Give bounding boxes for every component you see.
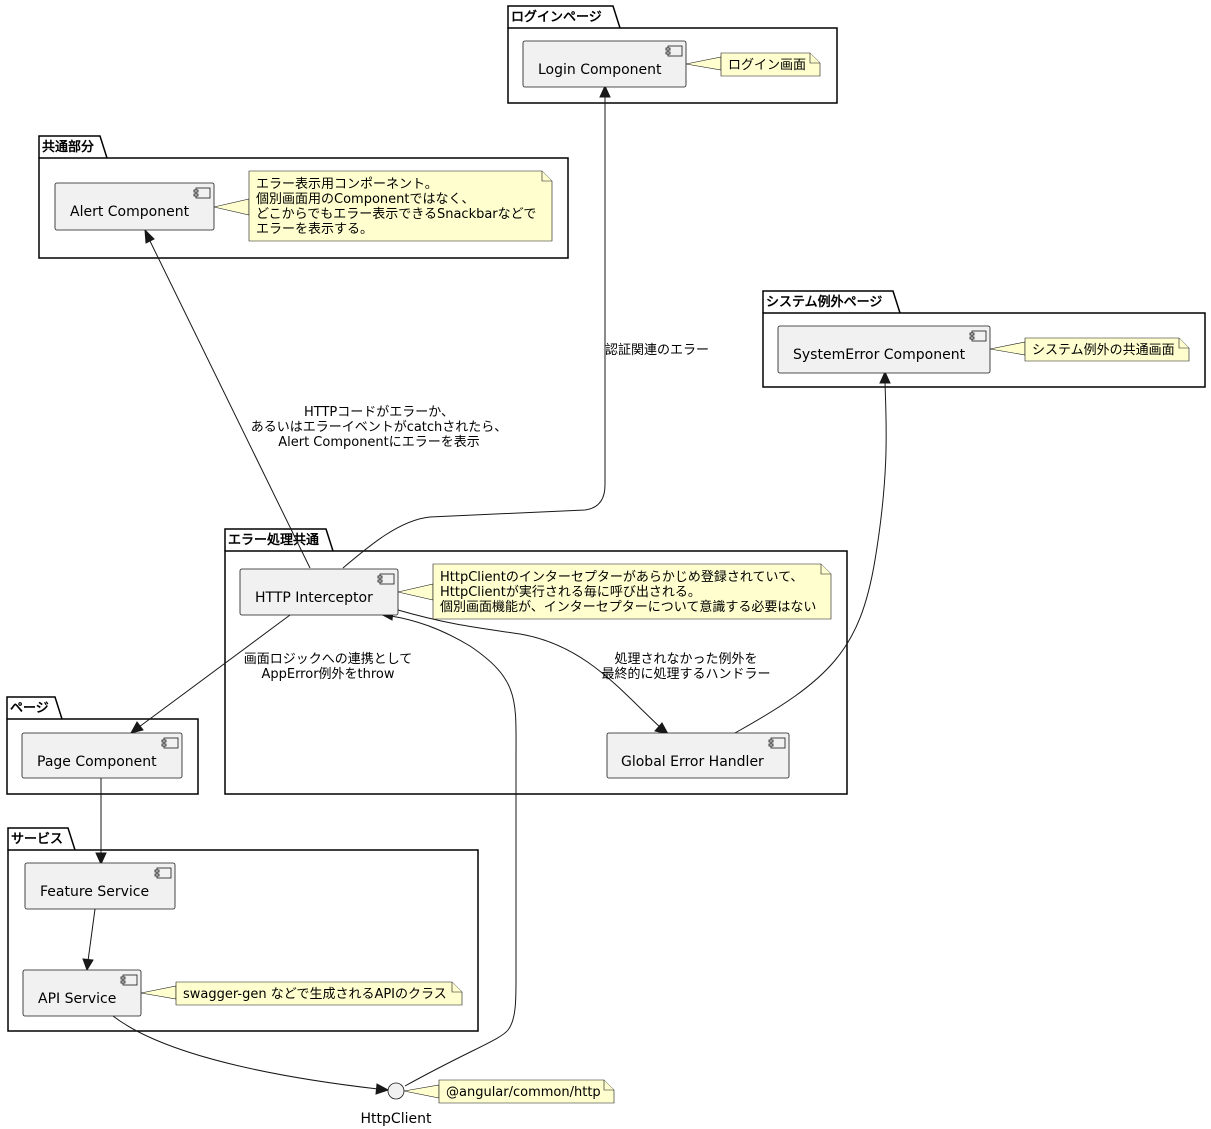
component-label-api-service: API Service xyxy=(38,991,116,1007)
component-icon xyxy=(969,330,987,342)
edge-label-handler-line-2: 最終的に処理するハンドラー xyxy=(601,666,770,682)
note-text-interceptor-line-3: 個別画面機能が、インターセプターについて意識する必要はない xyxy=(440,599,816,615)
note-text-alert-line-3: どこからでもエラー表示できるSnackbarなどで xyxy=(256,207,536,222)
arrowhead-page xyxy=(130,721,144,734)
interface-http-client: HttpClient xyxy=(361,1082,432,1127)
component-http-interceptor: HTTP Interceptor xyxy=(239,568,399,616)
component-icon xyxy=(193,187,211,199)
component-system-error: SystemError Component xyxy=(777,325,991,374)
edge-label-alert-error: HTTPコードがエラーか、 あるいはエラーイベントがcatchされたら、 Ale… xyxy=(251,405,508,450)
note-text-alert-line-4: エラーを表示する。 xyxy=(256,222,373,237)
component-label-global-error-handler: Global Error Handler xyxy=(621,754,764,770)
component-login: Login Component xyxy=(522,40,687,88)
package-title-login-page: ログインページ xyxy=(511,9,602,25)
arrowhead-feature xyxy=(95,852,107,866)
package-title-error-common: エラー処理共通 xyxy=(228,532,319,548)
component-label-http-interceptor: HTTP Interceptor xyxy=(255,590,373,606)
edges xyxy=(82,84,891,1095)
edge-label-apperror: 画面ロジックへの連携として AppError例外をthrow xyxy=(244,651,413,682)
edge-handler-to-system-error xyxy=(734,381,887,734)
edge-label-alert-line-2: あるいはエラーイベントがcatchされたら、 xyxy=(251,420,508,435)
edge-label-apperror-line-2: AppError例外をthrow xyxy=(261,667,394,682)
note-interceptor: HttpClientのインターセプターがあらかじめ登録されていて、 HttpCl… xyxy=(397,563,832,620)
component-alert: Alert Component xyxy=(54,182,215,231)
component-icon xyxy=(154,867,172,879)
note-alert: エラー表示用コンポーネント。 個別画面用のComponentではなく、 どこから… xyxy=(213,170,553,242)
note-text-http-client: @angular/common/http xyxy=(446,1085,601,1100)
component-label-login: Login Component xyxy=(538,62,662,78)
package-title-system-error-page: システム例外ページ xyxy=(766,294,882,310)
note-text-login: ログイン画面 xyxy=(728,58,806,73)
component-label-alert: Alert Component xyxy=(70,204,190,220)
note-system-error: システム例外の共通画面 xyxy=(989,337,1190,362)
edge-label-alert-line-3: Alert Componentにエラーを表示 xyxy=(278,435,480,450)
note-text-system-error: システム例外の共通画面 xyxy=(1032,343,1175,358)
note-login: ログイン画面 xyxy=(685,52,821,77)
edge-interceptor-to-page xyxy=(138,614,291,728)
note-text-interceptor-line-2: HttpClientが実行される毎に呼び出される。 xyxy=(440,584,701,600)
component-label-system-error: SystemError Component xyxy=(793,347,966,363)
interface-circle-icon xyxy=(387,1082,405,1100)
package-title-common: 共通部分 xyxy=(42,139,94,155)
arrowhead-alert xyxy=(144,228,155,244)
edge-label-auth-error: 認証関連のエラー xyxy=(605,342,709,358)
edge-interceptor-to-alert xyxy=(148,238,311,569)
edge-httpclient-to-interceptor xyxy=(390,615,517,1087)
component-feature-service: Feature Service xyxy=(24,862,176,910)
note-text-alert-line-2: 個別画面用のComponentではなく、 xyxy=(256,192,474,207)
note-http-client: @angular/common/http xyxy=(403,1079,615,1104)
note-text-alert-line-1: エラー表示用コンポーネント。 xyxy=(256,177,438,192)
component-icon xyxy=(665,45,683,57)
component-icon xyxy=(768,737,786,749)
arrowhead-system-error xyxy=(879,370,891,384)
component-icon xyxy=(120,974,138,986)
package-title-service: サービス xyxy=(11,831,63,847)
edge-interceptor-to-handler xyxy=(397,609,662,729)
edge-label-alert-line-1: HTTPコードがエラーか、 xyxy=(304,405,454,420)
edge-api-to-httpclient xyxy=(112,1015,379,1090)
component-page: Page Component xyxy=(21,732,183,779)
edge-label-apperror-line-1: 画面ロジックへの連携として xyxy=(244,651,413,667)
component-label-feature-service: Feature Service xyxy=(40,884,149,900)
edge-feature-to-api xyxy=(87,908,96,962)
edge-label-global-handler: 処理されなかった例外を 最終的に処理するハンドラー xyxy=(601,652,770,682)
component-global-error-handler: Global Error Handler xyxy=(606,732,790,779)
note-api-service: swagger-gen などで生成されるAPIのクラス xyxy=(140,981,463,1006)
component-icon xyxy=(161,737,179,749)
edge-label-handler-line-1: 処理されなかった例外を xyxy=(614,652,757,667)
package-title-page: ページ xyxy=(10,701,49,716)
arrowhead-httpclient xyxy=(375,1083,390,1095)
component-label-page: Page Component xyxy=(37,754,157,770)
component-icon xyxy=(377,573,395,585)
edge-interceptor-to-login xyxy=(342,96,606,569)
arrowhead-api xyxy=(82,958,94,972)
interface-label-http-client: HttpClient xyxy=(361,1111,432,1127)
arrowhead-handler xyxy=(654,722,669,735)
note-text-interceptor-line-1: HttpClientのインターセプターがあらかじめ登録されていて、 xyxy=(440,570,803,585)
arrowhead-login xyxy=(599,84,611,98)
note-text-api-service: swagger-gen などで生成されるAPIのクラス xyxy=(183,987,447,1002)
component-api-service: API Service xyxy=(22,969,142,1017)
